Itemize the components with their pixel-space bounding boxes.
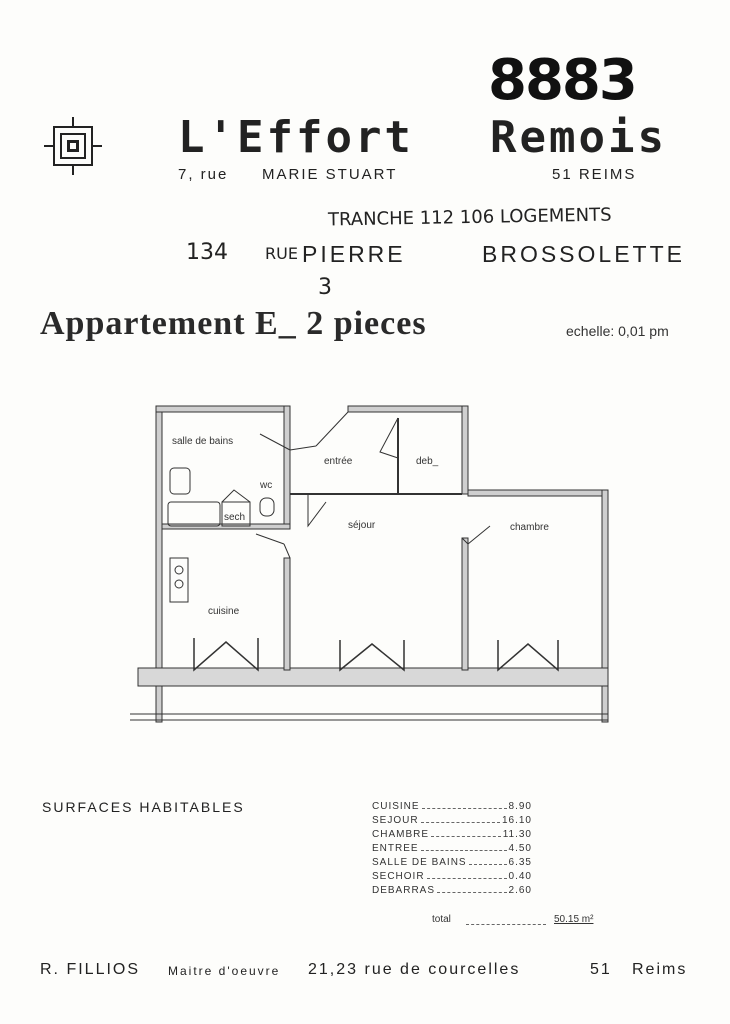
wall-top-left bbox=[155, 405, 291, 413]
architect-role: Maitre d'oeuvre bbox=[168, 964, 281, 978]
room-label-living: séjour bbox=[348, 520, 376, 531]
surface-row: SALLE DE BAINS 6.35 bbox=[372, 857, 532, 868]
company-address-street: 7, rue bbox=[178, 166, 229, 183]
total-divider bbox=[466, 924, 546, 925]
brand-name-left: L'Effort bbox=[178, 112, 414, 163]
wc-bowl bbox=[259, 497, 275, 517]
surfaces-total-label: total bbox=[432, 914, 451, 925]
facade-bottom bbox=[137, 667, 609, 687]
surface-value: 2.60 bbox=[508, 885, 532, 896]
wall-living-right bbox=[461, 537, 469, 671]
street-name-first: PIERRE bbox=[302, 241, 406, 267]
washbasin bbox=[169, 467, 191, 495]
surface-row: CHAMBRE 11.30 bbox=[372, 829, 532, 840]
surface-value: 6.35 bbox=[508, 857, 532, 868]
surface-value: 8.90 bbox=[508, 801, 532, 812]
surface-row: SEJOUR 16.10 bbox=[372, 815, 532, 826]
room-label-entrance: entrée bbox=[324, 456, 353, 467]
room-label-kitchen: cuisine bbox=[208, 606, 240, 617]
room-label-bedroom: chambre bbox=[510, 522, 549, 533]
surface-row: SECHOIR 0.40 bbox=[372, 871, 532, 882]
company-logo-icon bbox=[44, 117, 102, 175]
room-label-wc: wc bbox=[259, 480, 272, 491]
room-label-sechoir: sech bbox=[224, 512, 245, 523]
brand-name-right: Remois bbox=[490, 112, 667, 163]
surface-value: 11.30 bbox=[502, 829, 532, 840]
architect-name: R. FILLIOS bbox=[40, 961, 141, 978]
architect-postcode: 51 bbox=[590, 961, 612, 978]
surface-label: SECHOIR bbox=[372, 871, 425, 882]
surface-row: DEBARRAS 2.60 bbox=[372, 885, 532, 896]
room-label-storage: deb_ bbox=[416, 456, 439, 467]
company-address-city: 51 REIMS bbox=[552, 166, 637, 183]
wall-kitchen-right bbox=[283, 557, 291, 671]
company-address-name: MARIE STUART bbox=[262, 166, 398, 183]
surface-value: 0.40 bbox=[508, 871, 532, 882]
bathtub bbox=[167, 501, 221, 527]
architect-address: 21,23 rue de courcelles bbox=[308, 961, 521, 978]
street-name-second: BROSSOLETTE bbox=[482, 241, 685, 267]
sechoir-box bbox=[221, 501, 251, 527]
surface-row: CUISINE 8.90 bbox=[372, 801, 532, 812]
apartment-title: Appartement E_ 2 pieces bbox=[40, 305, 427, 342]
street-prefix: RUE bbox=[265, 244, 298, 263]
room-label-bathroom: salle de bains bbox=[172, 436, 233, 447]
surfaces-total-value: 50.15 m² bbox=[554, 914, 594, 925]
surface-label: SALLE DE BAINS bbox=[372, 857, 467, 868]
surface-label: SEJOUR bbox=[372, 815, 419, 826]
street-number: 134 bbox=[186, 240, 228, 265]
wall-bath-right bbox=[283, 405, 291, 527]
surface-label: CHAMBRE bbox=[372, 829, 430, 840]
scale-note: echelle: 0,01 pm bbox=[566, 323, 669, 339]
surface-label: CUISINE bbox=[372, 801, 420, 812]
wall-right bbox=[601, 489, 609, 723]
kitchen-sink bbox=[169, 557, 189, 603]
surface-value: 16.10 bbox=[501, 815, 532, 826]
floor-plan: salle de bains wc sech entrée deb_ séjou… bbox=[130, 405, 609, 723]
reference-number: 8883 bbox=[488, 48, 638, 113]
architect-city: Reims bbox=[632, 961, 688, 978]
handwritten-floor-number: 3 bbox=[318, 275, 332, 300]
surface-label: DEBARRAS bbox=[372, 885, 436, 896]
wall-top-right bbox=[461, 405, 469, 495]
surface-label: ENTREE bbox=[372, 843, 419, 854]
wall-top-mid bbox=[347, 405, 469, 413]
surfaces-title: SURFACES HABITABLES bbox=[42, 799, 245, 815]
surface-row: ENTREE 4.50 bbox=[372, 843, 532, 854]
tranche-note: TRANCHE 112 106 LOGEMENTS bbox=[327, 204, 612, 231]
wall-top-bedroom bbox=[467, 489, 609, 497]
surface-value: 4.50 bbox=[508, 843, 532, 854]
